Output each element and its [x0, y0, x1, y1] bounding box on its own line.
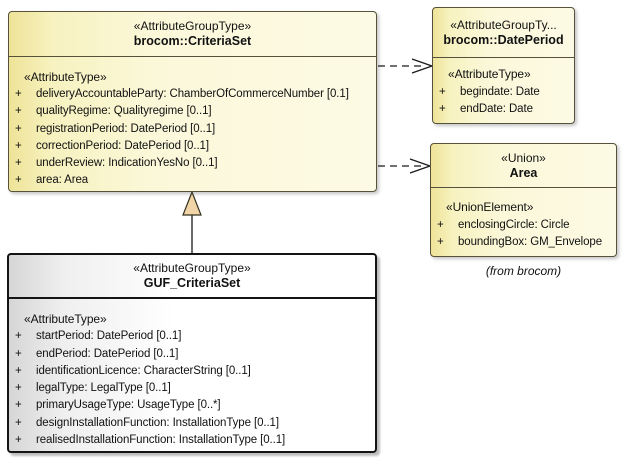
class-box-guf-criteriaset: «AttributeGroupType» GUF_CriteriaSet «At… — [7, 253, 377, 453]
attribute-row: + identificationLicence: CharacterString… — [9, 363, 375, 380]
attribute-label: designInstallationFunction: Installation… — [36, 416, 279, 429]
visibility-marker: + — [439, 85, 446, 98]
attribute-row: + area: Area — [9, 172, 376, 189]
attribute-label: area: Area — [36, 174, 89, 187]
visibility-marker: + — [437, 218, 444, 231]
attribute-label: enclosingCircle: Circle — [458, 218, 570, 231]
attribute-row: + endPeriod: DatePeriod [0..1] — [9, 346, 375, 363]
attribute-label: primaryUsageType: UsageType [0..*] — [36, 399, 221, 412]
class-stereotype: «AttributeGroupType» — [133, 261, 251, 275]
attribute-row: + legalType: LegalType [0..1] — [9, 380, 375, 397]
generalization-triangle-icon — [182, 190, 202, 216]
attribute-row: + begindate: Date — [433, 84, 574, 102]
attributes-compartment: «AttributeType» + startPeriod: DatePerio… — [9, 299, 375, 449]
class-stereotype: «Union» — [501, 150, 546, 165]
class-stereotype: «AttributeGroupType» — [133, 19, 252, 33]
class-header: «AttributeGroupTy... brocom::DatePeriod — [433, 8, 574, 58]
attributes-compartment: «AttributeType» + deliveryAccountablePar… — [9, 57, 376, 189]
visibility-marker: + — [15, 416, 22, 429]
attribute-row: + endDate: Date — [433, 101, 574, 119]
attribute-row: + startPeriod: DatePeriod [0..1] — [9, 328, 375, 345]
compartment-stereotype: «AttributeType» — [448, 67, 531, 81]
class-header: «AttributeGroupType» brocom::CriteriaSet — [9, 12, 376, 57]
class-box-area: «Union» Area «UnionElement» + enclosingC… — [430, 143, 617, 257]
dependency-arrow-to-area — [378, 158, 432, 174]
attribute-row: + registrationPeriod: DatePeriod [0..1] — [9, 121, 376, 138]
class-header: «Union» Area — [431, 144, 616, 188]
class-name: Area — [509, 165, 538, 180]
attribute-label: underReview: IndicationYesNo [0..1] — [36, 157, 218, 170]
attribute-row: + primaryUsageType: UsageType [0..*] — [9, 397, 375, 414]
attributes-compartment: «AttributeType» + begindate: Date + endD… — [433, 58, 574, 119]
compartment-stereotype: «UnionElement» — [446, 200, 534, 214]
class-name: brocom::DatePeriod — [443, 32, 564, 47]
attribute-label: identificationLicence: CharacterString [… — [36, 364, 251, 377]
visibility-marker: + — [15, 122, 22, 135]
class-name: GUF_CriteriaSet — [143, 276, 241, 290]
class-name: brocom::CriteriaSet — [133, 34, 252, 48]
attribute-label: registrationPeriod: DatePeriod [0..1] — [36, 122, 216, 135]
visibility-marker: + — [15, 88, 22, 101]
visibility-marker: + — [15, 347, 22, 360]
attribute-row: + qualityRegime: Qualityregime [0..1] — [9, 103, 376, 120]
attribute-label: boundingBox: GM_Envelope — [458, 236, 603, 248]
visibility-marker: + — [15, 382, 22, 395]
attributes-compartment: «UnionElement» + enclosingCircle: Circle… — [431, 188, 616, 252]
generalization-connector — [182, 190, 202, 253]
attribute-row: + realisedInstallationFunction: Installa… — [9, 432, 375, 449]
attribute-label: realisedInstallationFunction: Installati… — [36, 434, 286, 447]
attribute-label: qualityRegime: Qualityregime [0..1] — [36, 105, 212, 118]
class-header: «AttributeGroupType» GUF_CriteriaSet — [9, 255, 375, 299]
visibility-marker: + — [15, 434, 22, 447]
attribute-label: endPeriod: DatePeriod [0..1] — [36, 347, 179, 360]
dependency-arrow-to-dateperiod — [378, 58, 434, 74]
class-stereotype: «AttributeGroupTy... — [450, 17, 557, 32]
attribute-label: begindate: Date — [460, 85, 540, 98]
attribute-row: + correctionPeriod: DatePeriod [0..1] — [9, 138, 376, 155]
class-box-brocom-criteriaset: «AttributeGroupType» brocom::CriteriaSet… — [8, 11, 377, 192]
attribute-label: endDate: Date — [460, 103, 533, 115]
visibility-marker: + — [15, 399, 22, 412]
class-box-brocom-dateperiod: «AttributeGroupTy... brocom::DatePeriod … — [432, 7, 575, 124]
attribute-label: startPeriod: DatePeriod [0..1] — [36, 330, 182, 343]
visibility-marker: + — [15, 330, 22, 343]
visibility-marker: + — [439, 103, 446, 115]
attribute-label: deliveryAccountableParty: ChamberOfComme… — [36, 88, 349, 101]
visibility-marker: + — [15, 139, 22, 152]
attribute-row: + designInstallationFunction: Installati… — [9, 415, 375, 432]
attribute-row: + enclosingCircle: Circle — [431, 217, 616, 235]
attribute-row: + underReview: IndicationYesNo [0..1] — [9, 155, 376, 172]
visibility-marker: + — [15, 364, 22, 377]
visibility-marker: + — [15, 174, 22, 187]
package-origin-note: (from brocom) — [485, 264, 562, 278]
visibility-marker: + — [437, 236, 444, 248]
attribute-row: + boundingBox: GM_Envelope — [431, 234, 616, 252]
attribute-label: correctionPeriod: DatePeriod [0..1] — [36, 139, 209, 152]
attribute-row: + deliveryAccountableParty: ChamberOfCom… — [9, 86, 376, 103]
visibility-marker: + — [15, 105, 22, 118]
visibility-marker: + — [15, 157, 22, 170]
compartment-stereotype: «AttributeType» — [24, 312, 107, 326]
compartment-stereotype: «AttributeType» — [24, 70, 107, 84]
attribute-label: legalType: LegalType [0..1] — [36, 382, 171, 395]
